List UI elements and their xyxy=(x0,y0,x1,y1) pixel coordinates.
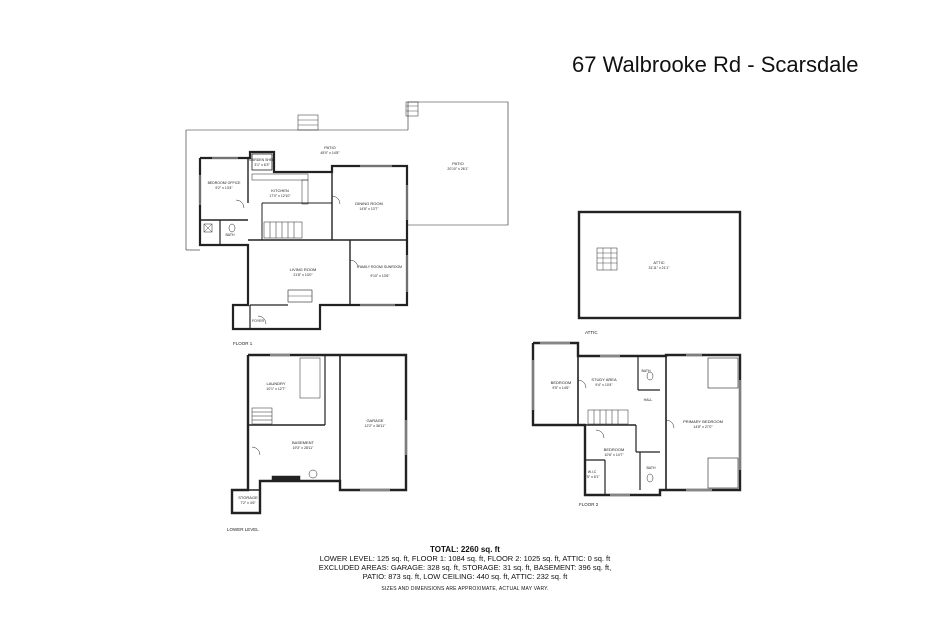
floor-label-floor-2: FLOOR 2 xyxy=(579,502,599,507)
room-label-laundry: LAUNDRY xyxy=(266,381,285,386)
room-label-garden-shed: GARDEN SHED xyxy=(249,158,275,162)
disclaimer-note: SIZES AND DIMENSIONS ARE APPROXIMATE, AC… xyxy=(381,586,549,592)
floor-label-floor-1: FLOOR 1 xyxy=(233,341,253,346)
room-dims-storage: 7'2" x 4'6" xyxy=(240,501,256,505)
room-label-patio-right: PATIO xyxy=(452,161,463,166)
room-dims-primary-bedroom: 14'8" x 27'0" xyxy=(693,425,713,429)
room-dims-garage: 12'2" x 36'11" xyxy=(365,424,387,428)
summary-line-1: LOWER LEVEL: 125 sq. ft, FLOOR 1: 1084 s… xyxy=(319,554,611,563)
floor-label-lower-level: LOWER LEVEL xyxy=(227,527,259,532)
room-dims-kitchen: 17'0" x 12'10" xyxy=(269,194,291,198)
room-label-hall: HALL xyxy=(644,398,653,402)
room-label-dining-room: DINING ROOM xyxy=(355,201,383,206)
patio-right-outline xyxy=(407,101,509,226)
page-title: 67 Walbrooke Rd - Scarsdale xyxy=(572,52,859,77)
room-dims-bedroom-a: 9'5" x 14'6" xyxy=(552,386,570,390)
room-label-family-room: FAMILY ROOM/ SUNROOM xyxy=(358,265,402,269)
room-label-bath-f1: BATH xyxy=(225,233,235,237)
room-dims-attic: 31'11" x 21'1" xyxy=(649,266,671,270)
room-dims-garden-shed: 3'1" x 6'3" xyxy=(254,163,270,167)
floor-label-attic: ATTIC xyxy=(585,330,598,335)
room-label-basement: BASEMENT xyxy=(292,440,315,445)
floor-2-plan xyxy=(531,341,742,497)
room-dims-patio-left: 45'0" x 14'8" xyxy=(320,151,340,155)
attic-plan xyxy=(577,210,742,320)
room-dims-laundry: 10'1" x 12'7" xyxy=(266,387,286,391)
room-dims-dining-room: 14'8" x 13'7" xyxy=(359,207,379,211)
area-summary: TOTAL: 2260 sq. ft LOWER LEVEL: 125 sq. … xyxy=(300,545,630,592)
steps-right xyxy=(405,101,419,117)
room-dims-patio-right: 20'10" x 26'1" xyxy=(447,167,469,171)
room-label-bedroom-a: BEDROOM xyxy=(551,380,572,385)
room-dims-bedroom-b: 10'6" x 14'7" xyxy=(604,453,624,457)
summary-line-2: EXCLUDED AREAS: GARAGE: 328 sq. ft, STOR… xyxy=(318,563,612,572)
room-label-bedroom-b: BEDROOM xyxy=(604,447,625,452)
room-dims-wic: 4'5" x 6'1" xyxy=(584,475,600,479)
room-dims-basement: 19'3" x 28'11" xyxy=(293,446,315,450)
floor-1-stairs xyxy=(263,221,303,239)
room-label-bedroom-office: BEDROOM/ OFFICE xyxy=(208,181,242,185)
room-label-wic: W.I.C xyxy=(588,470,597,474)
room-label-kitchen: KITCHEN xyxy=(271,188,289,193)
room-label-storage: STORAGE xyxy=(238,495,258,500)
room-dims-family-room: 9'10" x 13'6" xyxy=(370,274,390,278)
room-label-garage: GARAGE xyxy=(366,418,383,423)
room-label-primary-bedroom: PRIMARY BEDROOM xyxy=(683,419,723,424)
floor-1-plan xyxy=(185,101,509,331)
room-label-study-area: STUDY AREA xyxy=(591,377,617,382)
room-dims-study-area: 9'4" x 10'4" xyxy=(595,383,613,387)
room-label-attic: ATTIC xyxy=(653,260,664,265)
room-label-bath-f2-top: BATH xyxy=(641,369,651,373)
lower-level-plan xyxy=(230,353,408,515)
room-label-bath-f2-bottom: BATH xyxy=(646,466,656,470)
summary-line-3: PATIO: 873 sq. ft, LOW CEILING: 440 sq. … xyxy=(362,572,568,581)
room-label-living-room: LIVING ROOM xyxy=(290,267,317,272)
steps-top xyxy=(297,114,319,131)
room-dims-bedroom-office: 9'2" x 13'4" xyxy=(215,186,233,190)
room-dims-living-room: 21'8" x 13'0" xyxy=(293,273,313,277)
room-label-patio-left: PATIO xyxy=(324,145,335,150)
room-label-foyer: FOYER xyxy=(252,319,265,323)
total-area: TOTAL: 2260 sq. ft xyxy=(430,545,500,554)
